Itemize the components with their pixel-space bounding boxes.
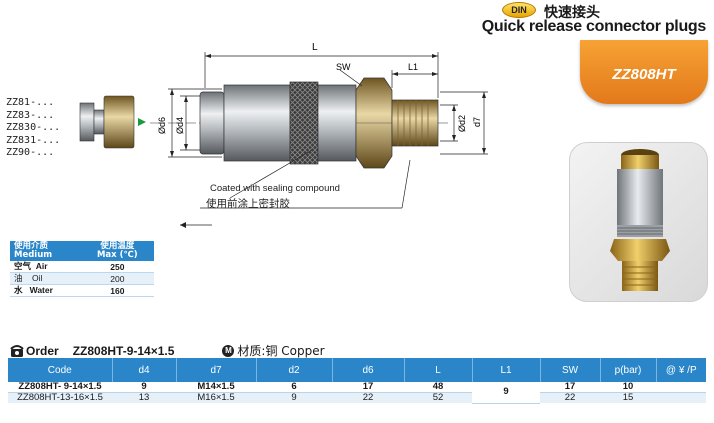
technical-drawing: L SW L1 Ød6 Ød4 Ød2 d7 bbox=[79, 42, 488, 228]
spec-header-row: Code d4 d7 d2 d6 L L1 SW p(bar) @ ¥ /P bbox=[8, 358, 706, 382]
col-d7: d7 bbox=[176, 358, 257, 382]
material-text: 材质:铜 Copper bbox=[237, 344, 325, 358]
ref-item: ZZ830-... bbox=[6, 122, 61, 133]
order-label: Order bbox=[26, 343, 59, 358]
ref-item: ZZ81-... bbox=[6, 97, 55, 108]
cell-code: ZZ808HT- 9-14×1.5 bbox=[8, 382, 112, 393]
title-chinese: 快速接头 bbox=[544, 5, 600, 21]
col-pressure: p(bar) bbox=[600, 358, 657, 382]
ref-item: ZZ90-... bbox=[6, 147, 55, 158]
table-row: ZZ808HT-13-16×1.5 13 M16×1.5 9 22 52 22 … bbox=[8, 392, 706, 403]
plug-illustration bbox=[79, 95, 135, 149]
dim-label-SW: SW bbox=[336, 62, 351, 72]
col-d2: d2 bbox=[256, 358, 333, 382]
dim-label-d4: Ød4 bbox=[175, 117, 185, 134]
page-header: DIN 快速接头 Quick release connector plugs bbox=[406, 0, 706, 40]
spec-table: Code d4 d7 d2 d6 L L1 SW p(bar) @ ¥ /P Z… bbox=[8, 358, 706, 404]
product-photo-image bbox=[610, 149, 670, 291]
phone-icon bbox=[10, 344, 24, 357]
model-tab: ZZ808HT bbox=[580, 40, 708, 104]
medium-row: 空气 Air 250 bbox=[10, 261, 154, 273]
col-L: L bbox=[404, 358, 473, 382]
medium-row: 水 Water 160 bbox=[10, 284, 154, 297]
ref-item: ZZ83-... bbox=[6, 109, 55, 121]
product-photo bbox=[569, 142, 708, 302]
arrow-green-icon bbox=[138, 118, 146, 126]
coating-note-cn: 使用前涂上密封胶 bbox=[206, 198, 290, 210]
col-d6: d6 bbox=[332, 358, 405, 382]
order-line: Order ZZ808HT-9-14×1.5 M 材质:铜 Copper bbox=[10, 342, 325, 359]
col-SW: SW bbox=[540, 358, 601, 382]
dim-label-d7: d7 bbox=[472, 117, 482, 127]
dim-label-d2: Ød2 bbox=[457, 115, 467, 132]
coupling-illustration bbox=[199, 77, 439, 169]
dim-label-d6: Ød6 bbox=[157, 117, 167, 134]
order-code: ZZ808HT-9-14×1.5 bbox=[72, 343, 175, 358]
model-label: ZZ808HT bbox=[612, 66, 676, 83]
compatible-plug-list: ZZ81-... ZZ83-... ZZ830-... ZZ831-... ZZ… bbox=[6, 97, 60, 160]
col-d4: d4 bbox=[112, 358, 177, 382]
coating-note-en: Coated with sealing compound bbox=[210, 183, 340, 194]
ref-item: ZZ831-... bbox=[6, 134, 61, 146]
cell-code: ZZ808HT-13-16×1.5 bbox=[8, 392, 112, 403]
col-code: Code bbox=[8, 358, 113, 382]
table-row: ZZ808HT- 9-14×1.5 9 M14×1.5 6 17 48 9 17… bbox=[8, 382, 706, 404]
col-L1: L1 bbox=[472, 358, 541, 382]
col-price: @ ¥ /P bbox=[656, 358, 706, 382]
din-badge: DIN bbox=[502, 2, 536, 18]
dim-label-L: L bbox=[312, 42, 318, 53]
title-english: Quick release connector plugs bbox=[481, 18, 707, 35]
dim-label-L1: L1 bbox=[408, 62, 418, 72]
cell-L1-merged: 9 bbox=[472, 382, 540, 404]
material-icon: M bbox=[222, 344, 235, 357]
medium-row: 油 Oil 200 bbox=[10, 272, 154, 285]
